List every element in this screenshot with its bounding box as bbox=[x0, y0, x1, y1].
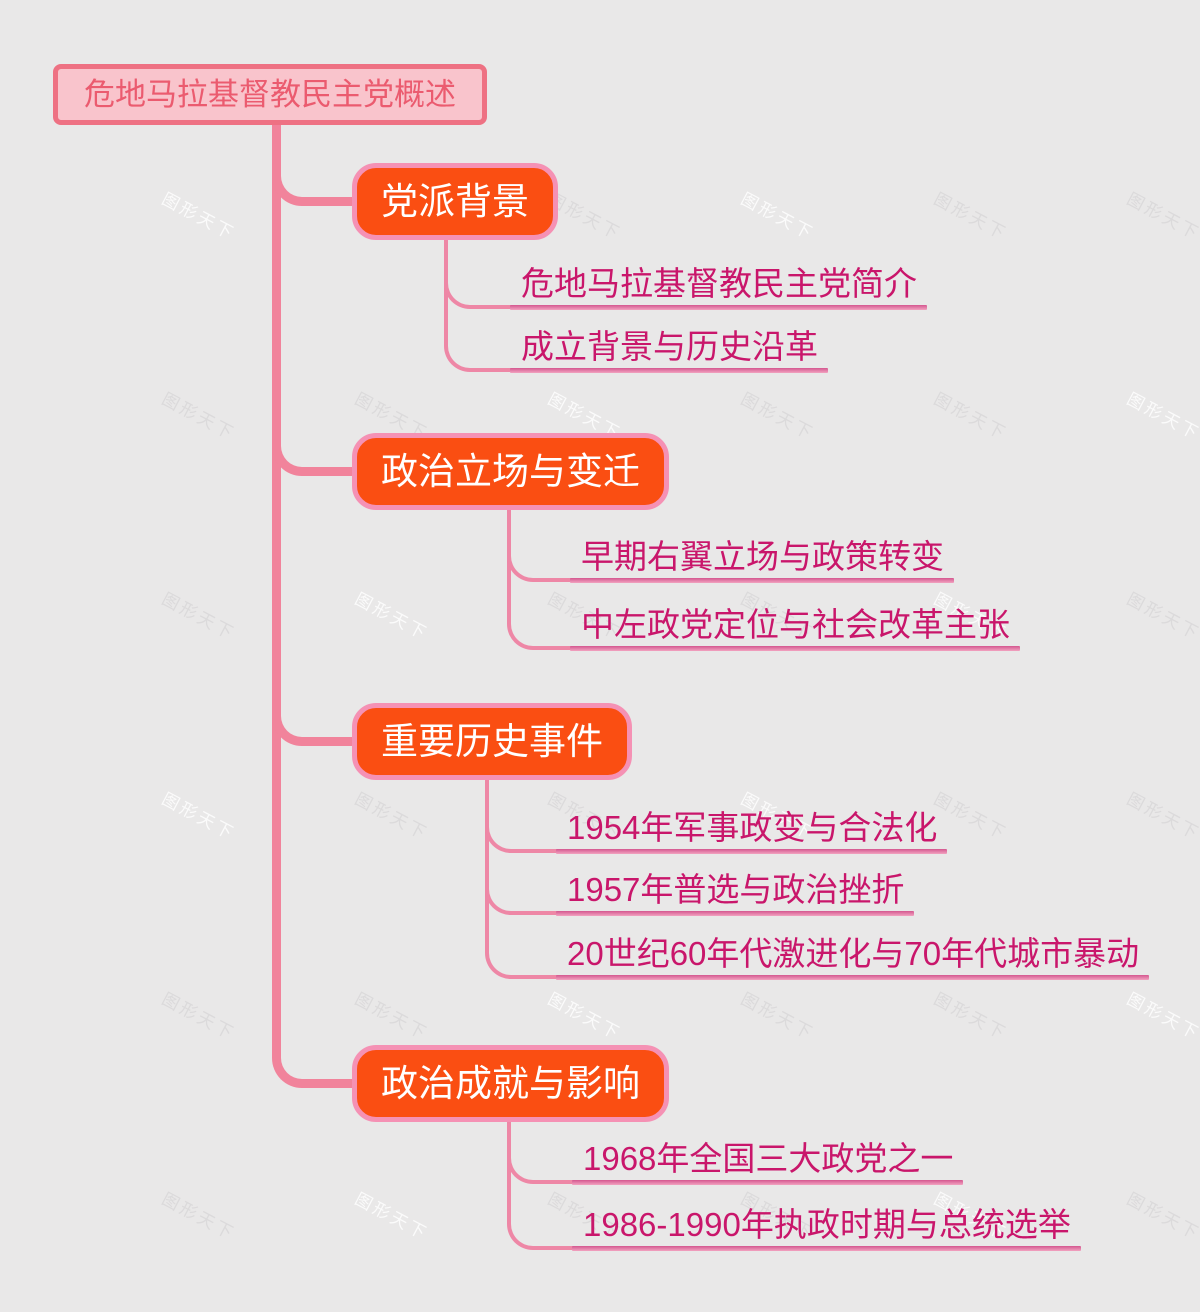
watermark-text: 图形天下 bbox=[351, 589, 432, 644]
watermark-text: 图形天下 bbox=[544, 989, 625, 1044]
child-connector-3-1 bbox=[485, 803, 562, 853]
watermark-text: 图形天下 bbox=[930, 989, 1011, 1044]
branch-connector-1 bbox=[272, 149, 354, 206]
trunk-connector bbox=[272, 122, 281, 1058]
watermark-text: 图形天下 bbox=[930, 189, 1011, 244]
watermark-text: 图形天下 bbox=[158, 789, 239, 844]
leaf-item-4-1[interactable]: 1968年全国三大政党之一 bbox=[571, 1138, 964, 1185]
leaf-item-4-2[interactable]: 1986-1990年执政时期与总统选举 bbox=[572, 1204, 1081, 1251]
child-connector-3-3 bbox=[485, 929, 562, 979]
child-connector-1-2 bbox=[444, 322, 516, 372]
leaf-item-1-2[interactable]: 成立背景与历史沿革 bbox=[510, 326, 828, 373]
watermark-text: 图形天下 bbox=[737, 989, 818, 1044]
watermark-text: 图形天下 bbox=[1123, 1189, 1200, 1244]
child-connector-2-2 bbox=[507, 600, 576, 650]
branch-node-1[interactable]: 党派背景 bbox=[352, 163, 558, 240]
leaf-item-3-2[interactable]: 1957年普选与政治挫折 bbox=[555, 869, 915, 916]
child-connector-4-2 bbox=[507, 1200, 578, 1250]
leaf-item-2-2[interactable]: 中左政党定位与社会改革主张 bbox=[570, 604, 1020, 651]
watermark-text: 图形天下 bbox=[158, 989, 239, 1044]
branch-connector-4 bbox=[272, 1031, 354, 1088]
watermark-text: 图形天下 bbox=[737, 389, 818, 444]
watermark-text: 图形天下 bbox=[158, 1189, 239, 1244]
branch-node-2[interactable]: 政治立场与变迁 bbox=[352, 433, 669, 510]
child-connector-4-1 bbox=[507, 1134, 578, 1184]
child-connector-3-2 bbox=[485, 865, 562, 915]
watermark-text: 图形天下 bbox=[158, 389, 239, 444]
watermark-text: 图形天下 bbox=[158, 189, 239, 244]
root-node[interactable]: 危地马拉基督教民主党概述 bbox=[53, 64, 487, 125]
watermark-text: 图形天下 bbox=[1123, 589, 1200, 644]
watermark-text: 图形天下 bbox=[351, 1189, 432, 1244]
watermark-text: 图形天下 bbox=[158, 589, 239, 644]
leaf-item-3-3[interactable]: 20世纪60年代激进化与70年代城市暴动 bbox=[555, 933, 1150, 980]
branch-node-3[interactable]: 重要历史事件 bbox=[352, 703, 632, 780]
child-trunk-3 bbox=[485, 778, 489, 945]
branch-connector-3 bbox=[272, 689, 354, 746]
child-connector-2-1 bbox=[507, 532, 576, 582]
watermark-text: 图形天下 bbox=[1123, 389, 1200, 444]
branch-node-4[interactable]: 政治成就与影响 bbox=[352, 1045, 669, 1122]
watermark-text: 图形天下 bbox=[1123, 989, 1200, 1044]
leaf-item-2-1[interactable]: 早期右翼立场与政策转变 bbox=[570, 536, 954, 583]
leaf-item-3-1[interactable]: 1954年军事政变与合法化 bbox=[555, 807, 948, 854]
watermark-text: 图形天下 bbox=[737, 189, 818, 244]
watermark-text: 图形天下 bbox=[351, 989, 432, 1044]
leaf-item-1-1[interactable]: 危地马拉基督教民主党简介 bbox=[510, 263, 927, 310]
watermark-text: 图形天下 bbox=[351, 789, 432, 844]
watermark-text: 图形天下 bbox=[930, 389, 1011, 444]
watermark-text: 图形天下 bbox=[1123, 189, 1200, 244]
watermark-text: 图形天下 bbox=[1123, 789, 1200, 844]
branch-connector-2 bbox=[272, 419, 354, 476]
child-connector-1-1 bbox=[444, 259, 516, 309]
